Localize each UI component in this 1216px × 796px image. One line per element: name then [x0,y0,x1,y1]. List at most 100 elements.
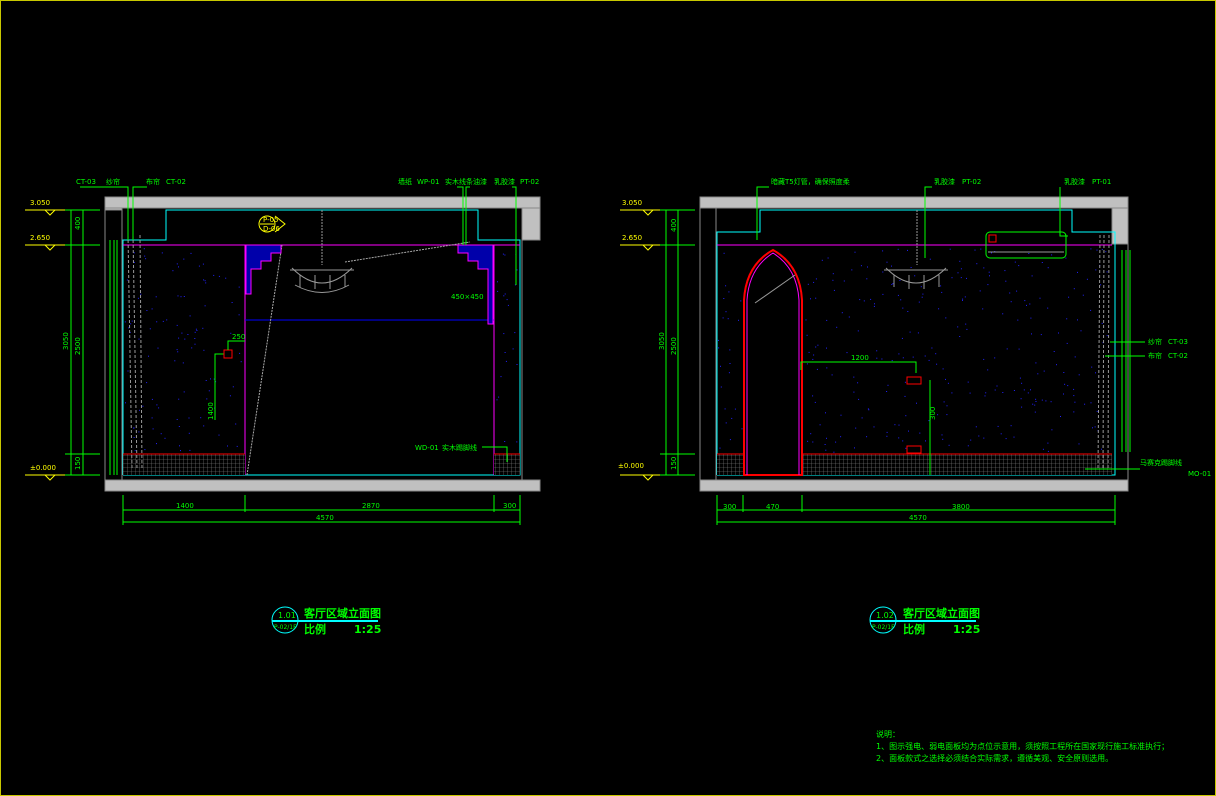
wallpaper-dot [203,425,205,427]
tag-wp01: WP-01 [417,178,439,186]
wallpaper-dot [1074,401,1076,403]
wallpaper-dot [876,357,878,359]
wallpaper-dot [882,250,884,252]
sheet-number: P-02/1F [274,624,297,631]
wallpaper-dot [975,426,977,428]
wallpaper-dot [134,450,136,452]
wallpaper-dot [1000,433,1002,435]
wallpaper-dot [1017,319,1019,321]
wallpaper-dot [138,431,140,433]
left-ceiling [122,209,521,476]
wallpaper-dot [151,308,153,310]
label-skirting: 实木踢脚线 [442,443,477,452]
wallpaper-dot [1056,364,1057,366]
detail-ref-bottom: D-06 [263,225,280,233]
wallpaper-dot [177,351,179,353]
right-dots [718,248,1108,453]
wallpaper-dot [898,424,900,426]
dim-v: 3050 [62,332,70,350]
wallpaper-dot [825,449,827,451]
wallpaper-dot [720,365,721,367]
wallpaper-dot [1039,297,1041,299]
wallpaper-dot [202,263,204,265]
scale-label: 比例 [304,622,326,636]
wallpaper-dot [938,308,940,310]
wallpaper-dot [901,337,903,339]
wallpaper-dot [1090,248,1092,250]
wallpaper-dot [897,248,899,250]
wallpaper-dot [131,320,133,322]
wallpaper-dot [943,401,945,403]
wallpaper-dot [1014,261,1016,263]
wallpaper-dot [924,355,926,357]
wallpaper-dot [1101,448,1102,450]
wallpaper-dot [886,391,888,392]
wallpaper-dot [1002,313,1004,315]
wallpaper-dot [960,277,962,279]
wallpaper-dot [195,328,197,330]
wallpaper-dot [203,279,205,281]
wallpaper-dot [814,401,816,403]
wallpaper-dot [151,398,153,400]
wallpaper-dot [166,319,168,321]
wallpaper-dot [1004,270,1006,272]
wallpaper-dot [945,317,947,319]
wallpaper-dot [854,447,855,449]
label-wood-trim: 实木线条油漆 [445,177,487,186]
view-title: 客厅区域立面图 [303,606,381,620]
wallpaper-dot [184,338,186,340]
wallpaper-dot [1047,267,1049,269]
wallpaper-dot [946,405,948,407]
wallpaper-dot [514,284,516,286]
wallpaper-dot [991,252,992,254]
dim-v: 150 [670,457,678,470]
label-paint: 乳胶漆 [934,177,955,186]
wallpaper-dot [857,330,859,332]
wallpaper-dot [817,344,819,346]
wallpaper-dot [810,433,812,435]
label-skirting: 马赛克踢脚线 [1140,458,1182,467]
wallpaper-dot [718,339,719,341]
wallpaper-dot [498,396,500,398]
wallpaper-dot [500,376,502,378]
wallpaper-dot [936,363,938,365]
label-paint2: 乳胶漆 [1064,177,1085,186]
wallpaper-dot [898,353,900,355]
wallpaper-dot [225,277,227,279]
wallpaper-dot [841,312,843,314]
wallpaper-dot [505,360,507,362]
wallpaper-dot [989,275,990,277]
wallpaper-dot [886,431,888,433]
wallpaper-dot [812,395,814,397]
wallpaper-dot [128,327,130,329]
detail-ref-marker [258,215,286,233]
arch-door [743,248,803,476]
wallpaper-dot [188,432,190,434]
label-paint: 乳胶漆 [494,177,515,186]
wallpaper-dot [826,367,828,369]
wallpaper-dot [910,267,912,268]
wallpaper-dot [870,298,872,300]
wallpaper-dot [191,347,193,349]
detail-ref-top: P-05 [263,216,279,224]
curtain-icon [127,234,143,471]
wallpaper-dot [1053,351,1055,352]
wallpaper-dot [1016,290,1018,292]
wallpaper-dot [218,275,220,277]
wallpaper-dot [176,324,178,326]
wallpaper-dot [831,374,833,376]
wallpaper-dot [815,346,817,348]
dim-socket-h: 1400 [207,402,215,420]
wallpaper-dot [949,248,951,250]
dim-v: 2500 [74,337,82,355]
wallpaper-dot [196,330,198,331]
wallpaper-dot [1101,322,1103,324]
wallpaper-dot [1077,319,1078,321]
dim-v: 150 [74,457,82,470]
wallpaper-dot [138,338,140,340]
wallpaper-dot [506,299,508,301]
wallpaper-dot [130,323,132,325]
wallpaper-dot [178,337,180,339]
wallpaper-dot [127,370,129,372]
